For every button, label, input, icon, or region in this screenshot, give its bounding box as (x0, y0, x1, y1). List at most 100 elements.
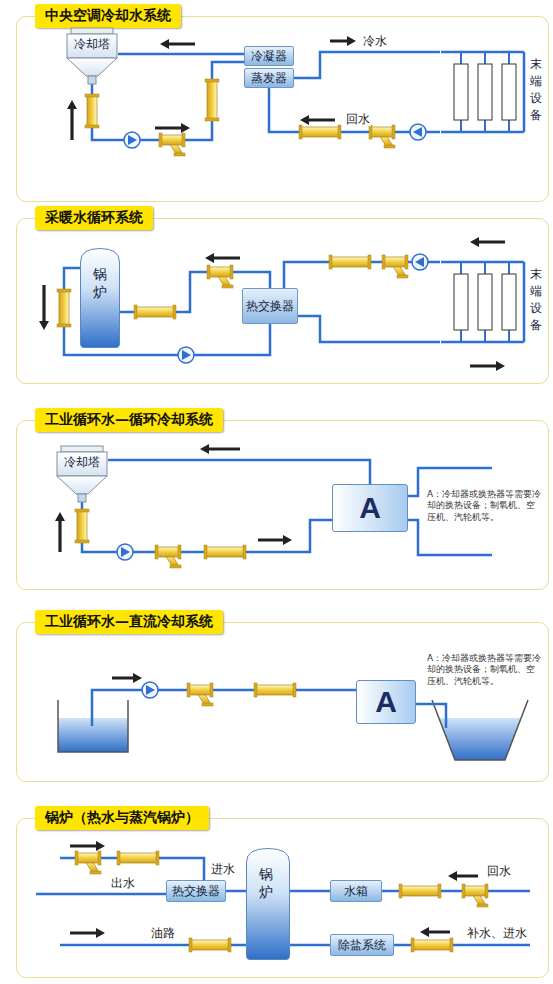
flow-arrow (200, 444, 240, 454)
system-panel: 采暖水循环系统锅炉热交换器末端设备 (16, 218, 549, 384)
pipe-filter (399, 884, 441, 898)
note-text: A：冷却器或换热器等需要冷却的换热设备；制氧机、空压机、汽轮机等。 (427, 653, 543, 687)
node-label: 末端设备 (530, 56, 542, 124)
circulation-pump (412, 254, 428, 270)
flow-label: 回水 (345, 112, 371, 126)
pipe (416, 704, 446, 728)
node-label: 除盐系统 (338, 938, 386, 952)
panel-heading: 锅炉（热水与蒸汽锅炉） (35, 806, 209, 830)
flow-arrow (258, 535, 292, 545)
node-label: 末端设备 (530, 266, 542, 334)
flow-arrow (55, 512, 65, 552)
flow-arrow (112, 673, 142, 683)
pipe-connector (298, 316, 440, 342)
y-strainer (187, 683, 213, 706)
flow-arrow (448, 871, 478, 881)
pipe (36, 893, 166, 896)
equipment-box: 热交换器 (242, 288, 298, 324)
flow-arrow (70, 841, 105, 851)
panel-heading: 工业循环水—直流冷却系统 (35, 610, 223, 634)
pipe-filter (254, 683, 296, 697)
cooling-tower: 冷却塔 (56, 446, 108, 502)
pipe-filter (134, 305, 176, 319)
circulation-pump (142, 682, 158, 698)
pipe-filter (85, 94, 99, 128)
system-panel: 工业循环水—直流冷却系统AA：冷却器或换热器等需要冷却的换热设备；制氧机、空压机… (16, 622, 549, 782)
note-text: A：冷却器或换热器等需要冷却的换热设备；制氧机、空压机、汽轮机等。 (427, 489, 543, 523)
node-label: 水箱 (344, 884, 368, 898)
flow-arrow (300, 115, 335, 125)
cooling-tower: 冷却塔 (66, 28, 118, 84)
heat-exchange-unit: AA：冷却器或换热器等需要冷却的换热设备；制氧机、空压机、汽轮机等。 (356, 680, 416, 724)
cooling-tower-outline (66, 28, 118, 84)
y-strainer (159, 133, 185, 156)
equipment-box: 热交换器 (166, 880, 226, 902)
flow-arrow (470, 237, 505, 247)
y-strainer (462, 884, 488, 907)
y-strainer (369, 125, 395, 148)
terminal-equipment: 末端设备 (440, 250, 544, 354)
cooling-tower-outline (56, 446, 108, 502)
flow-arrow (67, 100, 77, 140)
terminal-equipment-outline (440, 40, 544, 144)
equipment-box: 蒸发器 (244, 68, 294, 88)
flow-arrow (70, 928, 105, 938)
flow-arrow (39, 285, 49, 330)
node-label: 冷凝器 (251, 49, 287, 63)
drain-basin (439, 718, 521, 760)
pipe-connector (290, 944, 330, 947)
pipe-filter (329, 255, 371, 269)
panel-heading: 工业循环水—循环冷却系统 (35, 408, 223, 432)
pipe-connector (92, 62, 244, 140)
pipe-label: 进水 (210, 862, 236, 876)
pipe-filter (299, 125, 341, 139)
terminal-equipment-outline (440, 250, 544, 354)
node-label: A (375, 687, 397, 717)
equipment-box: 水箱 (330, 880, 382, 902)
pipe-connector (108, 460, 370, 484)
system-panel: 工业循环水—循环冷却系统冷却塔AA：冷却器或换热器等需要冷却的换热设备；制氧机、… (16, 420, 549, 590)
pipe-filter (204, 545, 246, 559)
pipe (92, 690, 356, 726)
y-strainer (382, 255, 408, 278)
node-label: A (359, 493, 381, 523)
pipe-connector (294, 52, 440, 78)
pipe-connector (118, 53, 244, 56)
system-panel: 锅炉（热水与蒸汽锅炉）热交换器锅炉水箱除盐系统 (16, 818, 549, 978)
boiler-vessel: 锅炉 (80, 248, 120, 348)
pipe-filter (57, 289, 71, 327)
pipe-filter (411, 938, 453, 952)
pipe-connector (290, 890, 330, 893)
flow-arrow (160, 39, 195, 49)
flow-arrow (470, 361, 505, 371)
terminal-equipment: 末端设备 (440, 40, 544, 144)
boiler-vessel-outline (246, 848, 290, 960)
panel-heading: 采暖水循环系统 (35, 206, 153, 230)
node-label: 冷却塔 (56, 455, 108, 469)
node-label: 热交换器 (172, 884, 220, 898)
flow-arrow (205, 253, 240, 263)
y-strainer (155, 545, 181, 568)
pipe-connector (82, 502, 332, 552)
system-panel: 中央空调冷却水系统冷却塔冷凝器蒸发器末端设备 (16, 16, 549, 202)
flow-arrow (155, 123, 190, 133)
pipe-label: 出水 (110, 876, 136, 890)
pipe-filter (75, 509, 89, 543)
pipe-filter (117, 851, 159, 865)
node-label: 蒸发器 (251, 71, 287, 85)
node-label: 热交换器 (246, 299, 294, 313)
flow-arrow (330, 36, 356, 46)
node-label: 冷却塔 (66, 37, 118, 51)
node-label: 锅炉 (259, 866, 273, 902)
pipe (408, 520, 492, 555)
pipe-filter (205, 79, 219, 121)
pipe-connector (226, 890, 246, 893)
y-strainer (75, 851, 101, 874)
equipment-box: 除盐系统 (330, 934, 394, 956)
flow-label: 冷水 (362, 34, 388, 48)
circulation-pump (117, 544, 133, 560)
heat-exchange-unit: AA：冷却器或换热器等需要冷却的换热设备；制氧机、空压机、汽轮机等。 (332, 484, 408, 532)
pipe-label: 油路 (150, 926, 176, 940)
circulation-pump (178, 347, 194, 363)
pipe-label: 补水、进水 (466, 926, 528, 940)
